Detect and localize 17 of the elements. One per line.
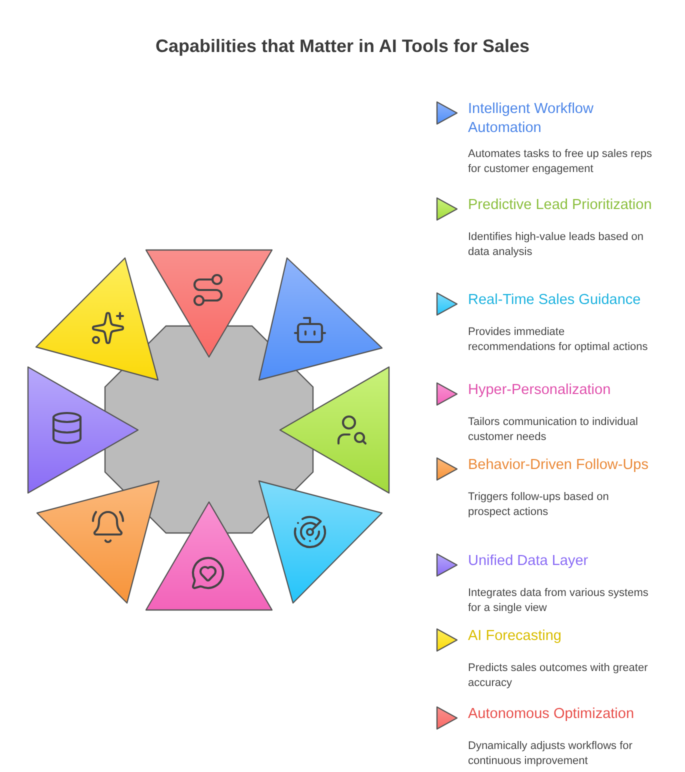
capability-description: Integrates data from various systems for a single view (468, 586, 650, 616)
capability-description: Dynamically adjusts workflows for continuous improvement (468, 739, 634, 769)
capability-heading: Real-Time Sales Guidance (468, 291, 642, 310)
capability-description: Automates tasks to free up sales reps for customer engagement (468, 147, 654, 177)
capability-heading: Autonomous Optimization (468, 705, 636, 724)
capability-description: Identifies high-value leads based on data analysis (468, 230, 645, 260)
capability-heading: Intelligent Workflow Automation (468, 100, 594, 138)
capability-heading: AI Forecasting (468, 627, 562, 646)
capability-heading: Behavior-Driven Follow-Ups (468, 456, 650, 475)
capability-description: Provides immediate recommendations for optimal actions (468, 325, 649, 355)
capability-heading: Predictive Lead Prioritization (468, 196, 653, 215)
capability-heading: Hyper-Personalization (468, 381, 612, 400)
capability-description: Triggers follow-ups based on prospect actions (468, 490, 610, 520)
capability-description: Predicts sales outcomes with greater accuracy (468, 661, 649, 691)
capability-description: Tailors communication to individual customer needs (468, 415, 639, 445)
capability-heading: Unified Data Layer (468, 552, 590, 571)
title: Capabilities that Matter in AI Tools for Sales (154, 36, 531, 57)
